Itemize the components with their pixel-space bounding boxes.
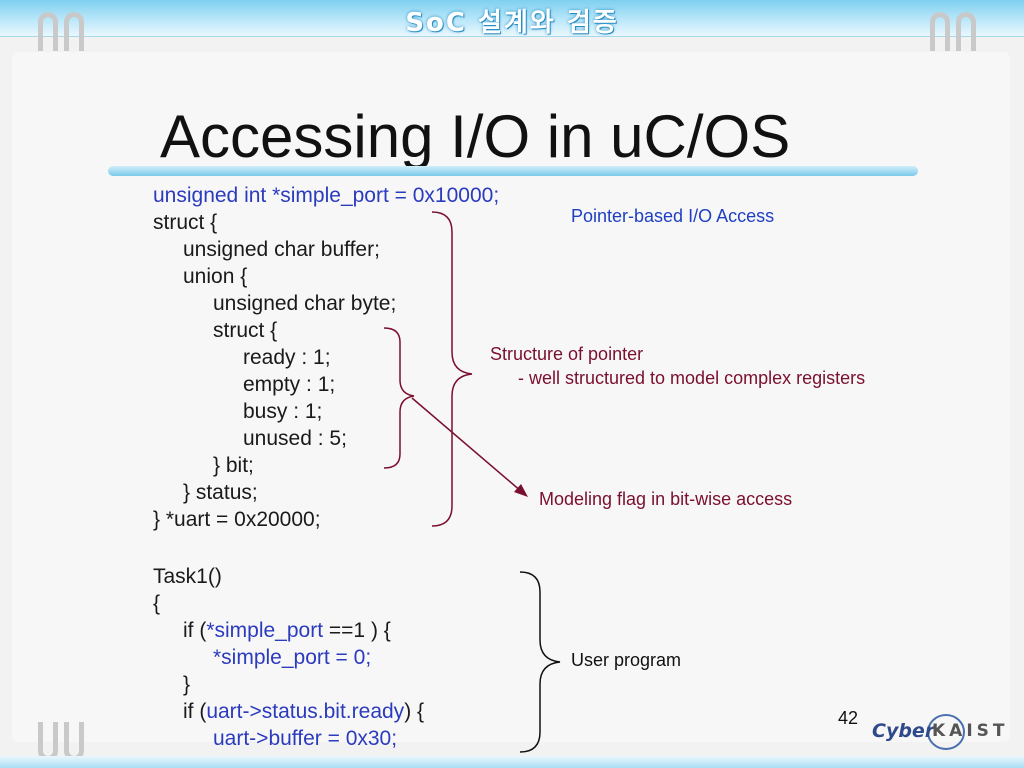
binder-ring-icon xyxy=(38,12,58,51)
code-line-simple-port: unsigned int *simple_port = 0x10000; xyxy=(153,184,500,207)
code-line-if-simple-port: if (*simple_port ==1 ) { xyxy=(183,619,391,642)
code-line-byte: unsigned char byte; xyxy=(213,292,397,315)
code-line-uart-buffer: uart->buffer = 0x30; xyxy=(213,727,398,750)
annotation-pointer-io: Pointer-based I/O Access xyxy=(571,206,775,226)
footer-bar xyxy=(0,756,1024,768)
user-program-brace-icon xyxy=(519,571,561,753)
code-line-inner-struct: struct { xyxy=(213,319,278,342)
code-line-busy: busy : 1; xyxy=(243,400,323,423)
slide-title: Accessing I/O in uC/OS xyxy=(160,103,791,170)
annotation-structure-detail: - well structured to model complex regis… xyxy=(518,368,866,388)
cyber-kaist-logo: Cyber KAIST xyxy=(870,712,1010,752)
binder-ring-icon xyxy=(64,12,84,51)
annotation-user-program: User program xyxy=(571,650,682,670)
code-line-close-brace: } xyxy=(183,673,191,696)
code-line-assign-port: *simple_port = 0; xyxy=(213,646,372,669)
page-number: 42 xyxy=(838,708,859,728)
binder-ring-icon xyxy=(956,12,976,51)
header-bar: SoC 설계와 검증 xyxy=(0,0,1024,38)
code-line-bit: } bit; xyxy=(213,454,254,477)
code-line-status: } status; xyxy=(183,481,258,504)
binder-ring-icon xyxy=(930,12,950,51)
flag-arrow-line xyxy=(411,397,523,493)
code-line-ready: ready : 1; xyxy=(243,346,331,369)
header-title: SoC 설계와 검증 xyxy=(405,8,619,38)
flag-arrow-head-icon xyxy=(514,484,528,497)
code-line-unused: unused : 5; xyxy=(243,427,347,450)
code-line-uart: } *uart = 0x20000; xyxy=(153,508,321,531)
code-line-struct: struct { xyxy=(153,211,218,234)
annotation-flag-modeling: Modeling flag in bit-wise access xyxy=(539,489,793,509)
code-line-empty: empty : 1; xyxy=(243,373,336,396)
struct-brace-icon xyxy=(431,211,473,527)
code-line-open-brace: { xyxy=(153,592,161,615)
code-line-union: union { xyxy=(183,265,248,288)
code-line-task1: Task1() xyxy=(153,565,222,588)
code-line-if-uart: if (uart->status.bit.ready) { xyxy=(183,700,425,723)
code-line-buffer: unsigned char buffer; xyxy=(183,238,380,261)
annotation-structure-title: Structure of pointer xyxy=(490,344,644,364)
title-underline xyxy=(108,166,918,176)
bitfield-brace-icon xyxy=(383,327,415,469)
